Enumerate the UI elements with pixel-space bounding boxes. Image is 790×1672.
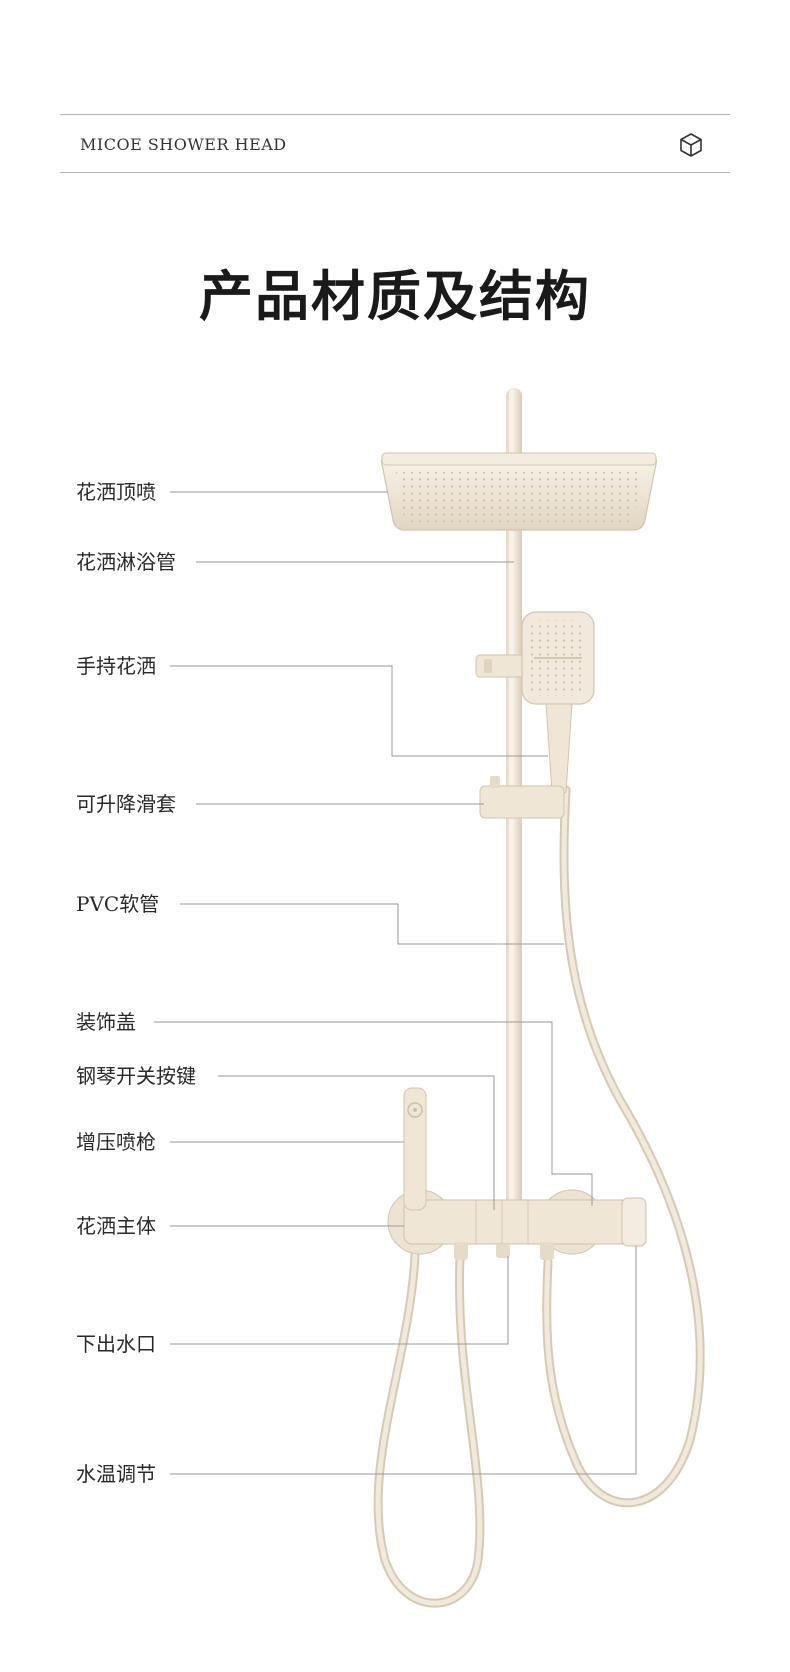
label-slider: 可升降滑套 xyxy=(76,792,176,816)
spray-gun-hose-shape xyxy=(373,1250,485,1608)
slider-shape xyxy=(479,776,565,819)
header-bottom-rule xyxy=(60,172,730,173)
pvc-hose-shape xyxy=(542,785,705,1508)
hand-shower-shape xyxy=(521,611,595,796)
cube-icon xyxy=(680,133,702,157)
label-cover: 装饰盖 xyxy=(76,1010,136,1034)
leader-lines xyxy=(154,491,637,1475)
shower-body-shape xyxy=(387,1189,647,1260)
label-shower-pipe: 花洒淋浴管 xyxy=(76,550,176,574)
label-body: 花洒主体 xyxy=(76,1214,156,1238)
page-title: 产品材质及结构 xyxy=(199,264,591,328)
label-pvc-hose: PVC软管 xyxy=(76,892,160,916)
label-piano-keys: 钢琴开关按键 xyxy=(76,1064,196,1088)
spray-gun-shape xyxy=(403,1087,427,1211)
header-top-rule xyxy=(60,114,730,115)
label-spray-gun: 增压喷枪 xyxy=(76,1130,156,1154)
label-top-shower: 花洒顶喷 xyxy=(76,480,156,504)
label-outlet: 下出水口 xyxy=(76,1332,156,1356)
label-temp: 水温调节 xyxy=(76,1462,156,1486)
brand-name: MICOE SHOWER HEAD xyxy=(80,135,287,154)
label-hand-shower: 手持花洒 xyxy=(76,654,156,678)
top-shower-shape xyxy=(381,452,657,531)
